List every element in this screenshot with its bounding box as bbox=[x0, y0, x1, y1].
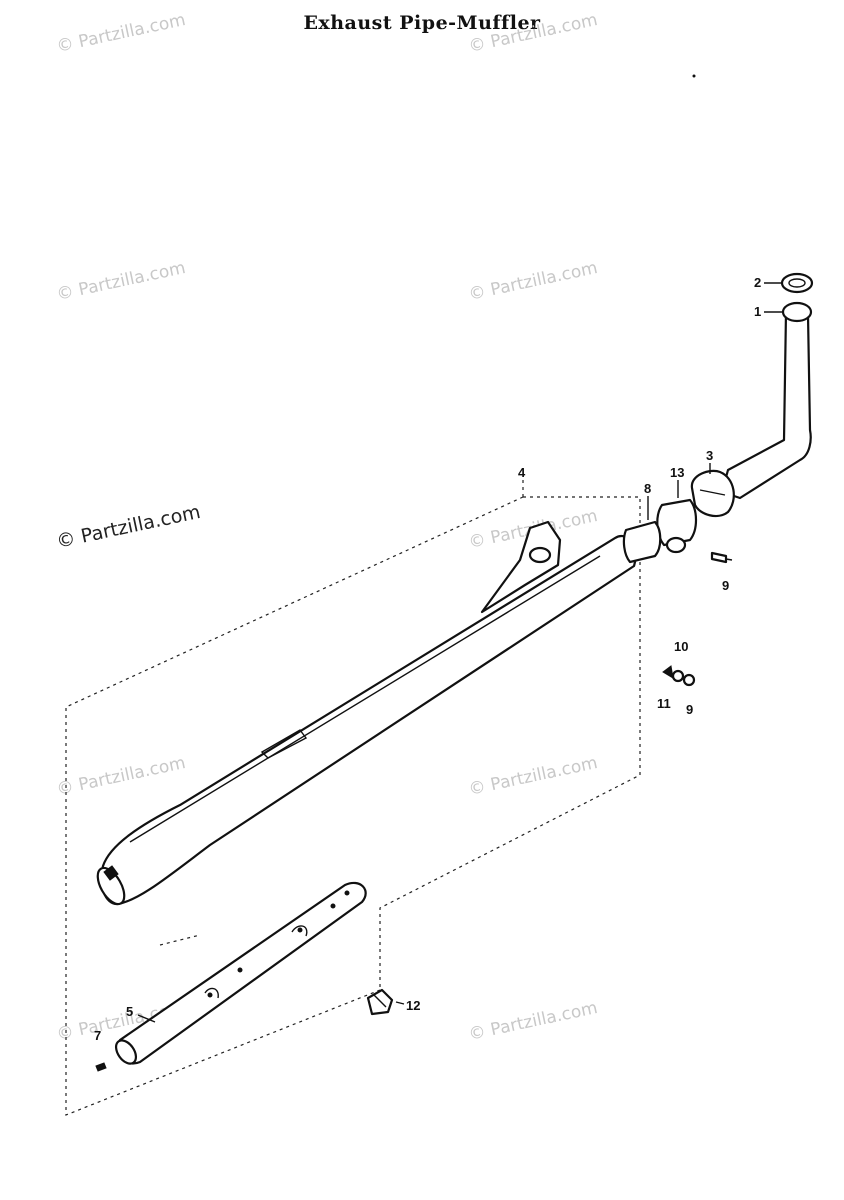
watermark-1: © Partzilla.com bbox=[55, 10, 187, 57]
bolt-9[interactable] bbox=[710, 551, 733, 564]
callout-7: 7 bbox=[94, 1028, 101, 1043]
callout-5: 5 bbox=[126, 1004, 133, 1019]
callout-9-lower: 9 bbox=[686, 702, 693, 717]
speck bbox=[692, 74, 696, 78]
watermark-8: © Partzilla.com bbox=[467, 753, 599, 800]
clamp-3[interactable] bbox=[690, 469, 735, 518]
callout-1: 1 bbox=[754, 304, 761, 319]
callout-11: 11 bbox=[657, 696, 671, 711]
callout-2: 2 bbox=[754, 275, 761, 290]
callout-10: 10 bbox=[674, 639, 688, 654]
leader-lines bbox=[137, 282, 783, 1023]
callout-12: 12 bbox=[406, 998, 420, 1013]
exhaust-pipe[interactable] bbox=[720, 301, 813, 500]
callout-labels: 2 1 3 13 8 4 9 10 11 9 12 5 7 bbox=[94, 275, 761, 1043]
watermark-7: © Partzilla.com bbox=[55, 753, 187, 800]
hardware-cluster[interactable] bbox=[662, 665, 696, 687]
screw-7[interactable] bbox=[95, 1062, 107, 1072]
callout-13: 13 bbox=[670, 465, 684, 480]
callout-9-upper: 9 bbox=[722, 578, 729, 593]
callout-4: 4 bbox=[518, 465, 526, 480]
callout-8: 8 bbox=[644, 481, 651, 496]
watermark-2: © Partzilla.com bbox=[467, 10, 599, 57]
baffle-pipe[interactable] bbox=[112, 881, 367, 1067]
gasket[interactable] bbox=[780, 272, 814, 294]
watermark-3: © Partzilla.com bbox=[55, 258, 187, 305]
connector-13[interactable] bbox=[656, 498, 698, 554]
watermark-4: © Partzilla.com bbox=[467, 258, 599, 305]
watermark-10: © Partzilla.com bbox=[467, 998, 599, 1045]
muffler[interactable] bbox=[92, 520, 637, 908]
assembly-outline bbox=[65, 480, 641, 1116]
cap-nut[interactable] bbox=[366, 988, 394, 1016]
callout-3: 3 bbox=[706, 448, 713, 463]
gasket-8[interactable] bbox=[622, 520, 662, 564]
watermark-5: © Partzilla.com bbox=[54, 501, 202, 553]
diagram-title: Exhaust Pipe-Muffler bbox=[303, 12, 541, 34]
